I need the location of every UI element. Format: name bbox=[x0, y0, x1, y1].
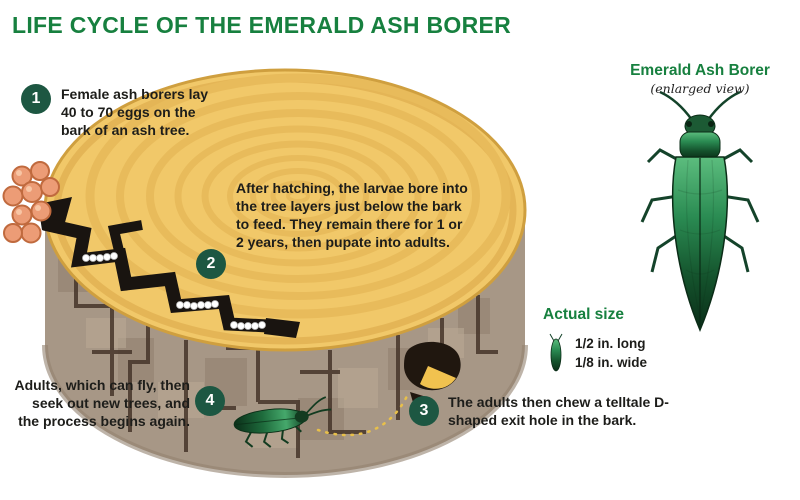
page-title: LIFE CYCLE OF THE EMERALD ASH BORER bbox=[12, 12, 512, 38]
beetle-caption: Emerald Ash Borer (enlarged view) bbox=[610, 62, 790, 96]
tree-rings bbox=[53, 73, 517, 345]
step-2-text: After hatching, the larvae bore into the… bbox=[236, 180, 468, 250]
step-4-badge: 4 bbox=[195, 386, 225, 416]
adult-beetle-illustration bbox=[233, 396, 332, 448]
actual-size-label: Actual size bbox=[543, 306, 624, 323]
larvae bbox=[82, 252, 266, 330]
egg-cluster-illustration bbox=[2, 161, 60, 244]
beetle-panel-title: Emerald Ash Borer bbox=[630, 62, 770, 79]
size-length-label: 1/2 in. long bbox=[575, 336, 646, 351]
step-2-badge: 2 bbox=[196, 249, 226, 279]
actual-size-beetle-icon bbox=[549, 333, 563, 372]
step-3-badge: 3 bbox=[409, 396, 439, 426]
enlarged-beetle-illustration bbox=[640, 90, 760, 332]
flight-path-dotted-line bbox=[316, 392, 410, 437]
step-1-badge: 1 bbox=[21, 84, 51, 114]
step-3-text: The adults then chew a telltale D-shaped… bbox=[448, 394, 669, 428]
step-4-text: Adults, which can fly, then seek out new… bbox=[14, 377, 190, 429]
size-width-label: 1/8 in. wide bbox=[575, 355, 648, 370]
enlarged-view-caption: (enlarged view) bbox=[650, 81, 750, 96]
step-1-text: Female ash borers lay 40 to 70 eggs on t… bbox=[61, 86, 209, 138]
